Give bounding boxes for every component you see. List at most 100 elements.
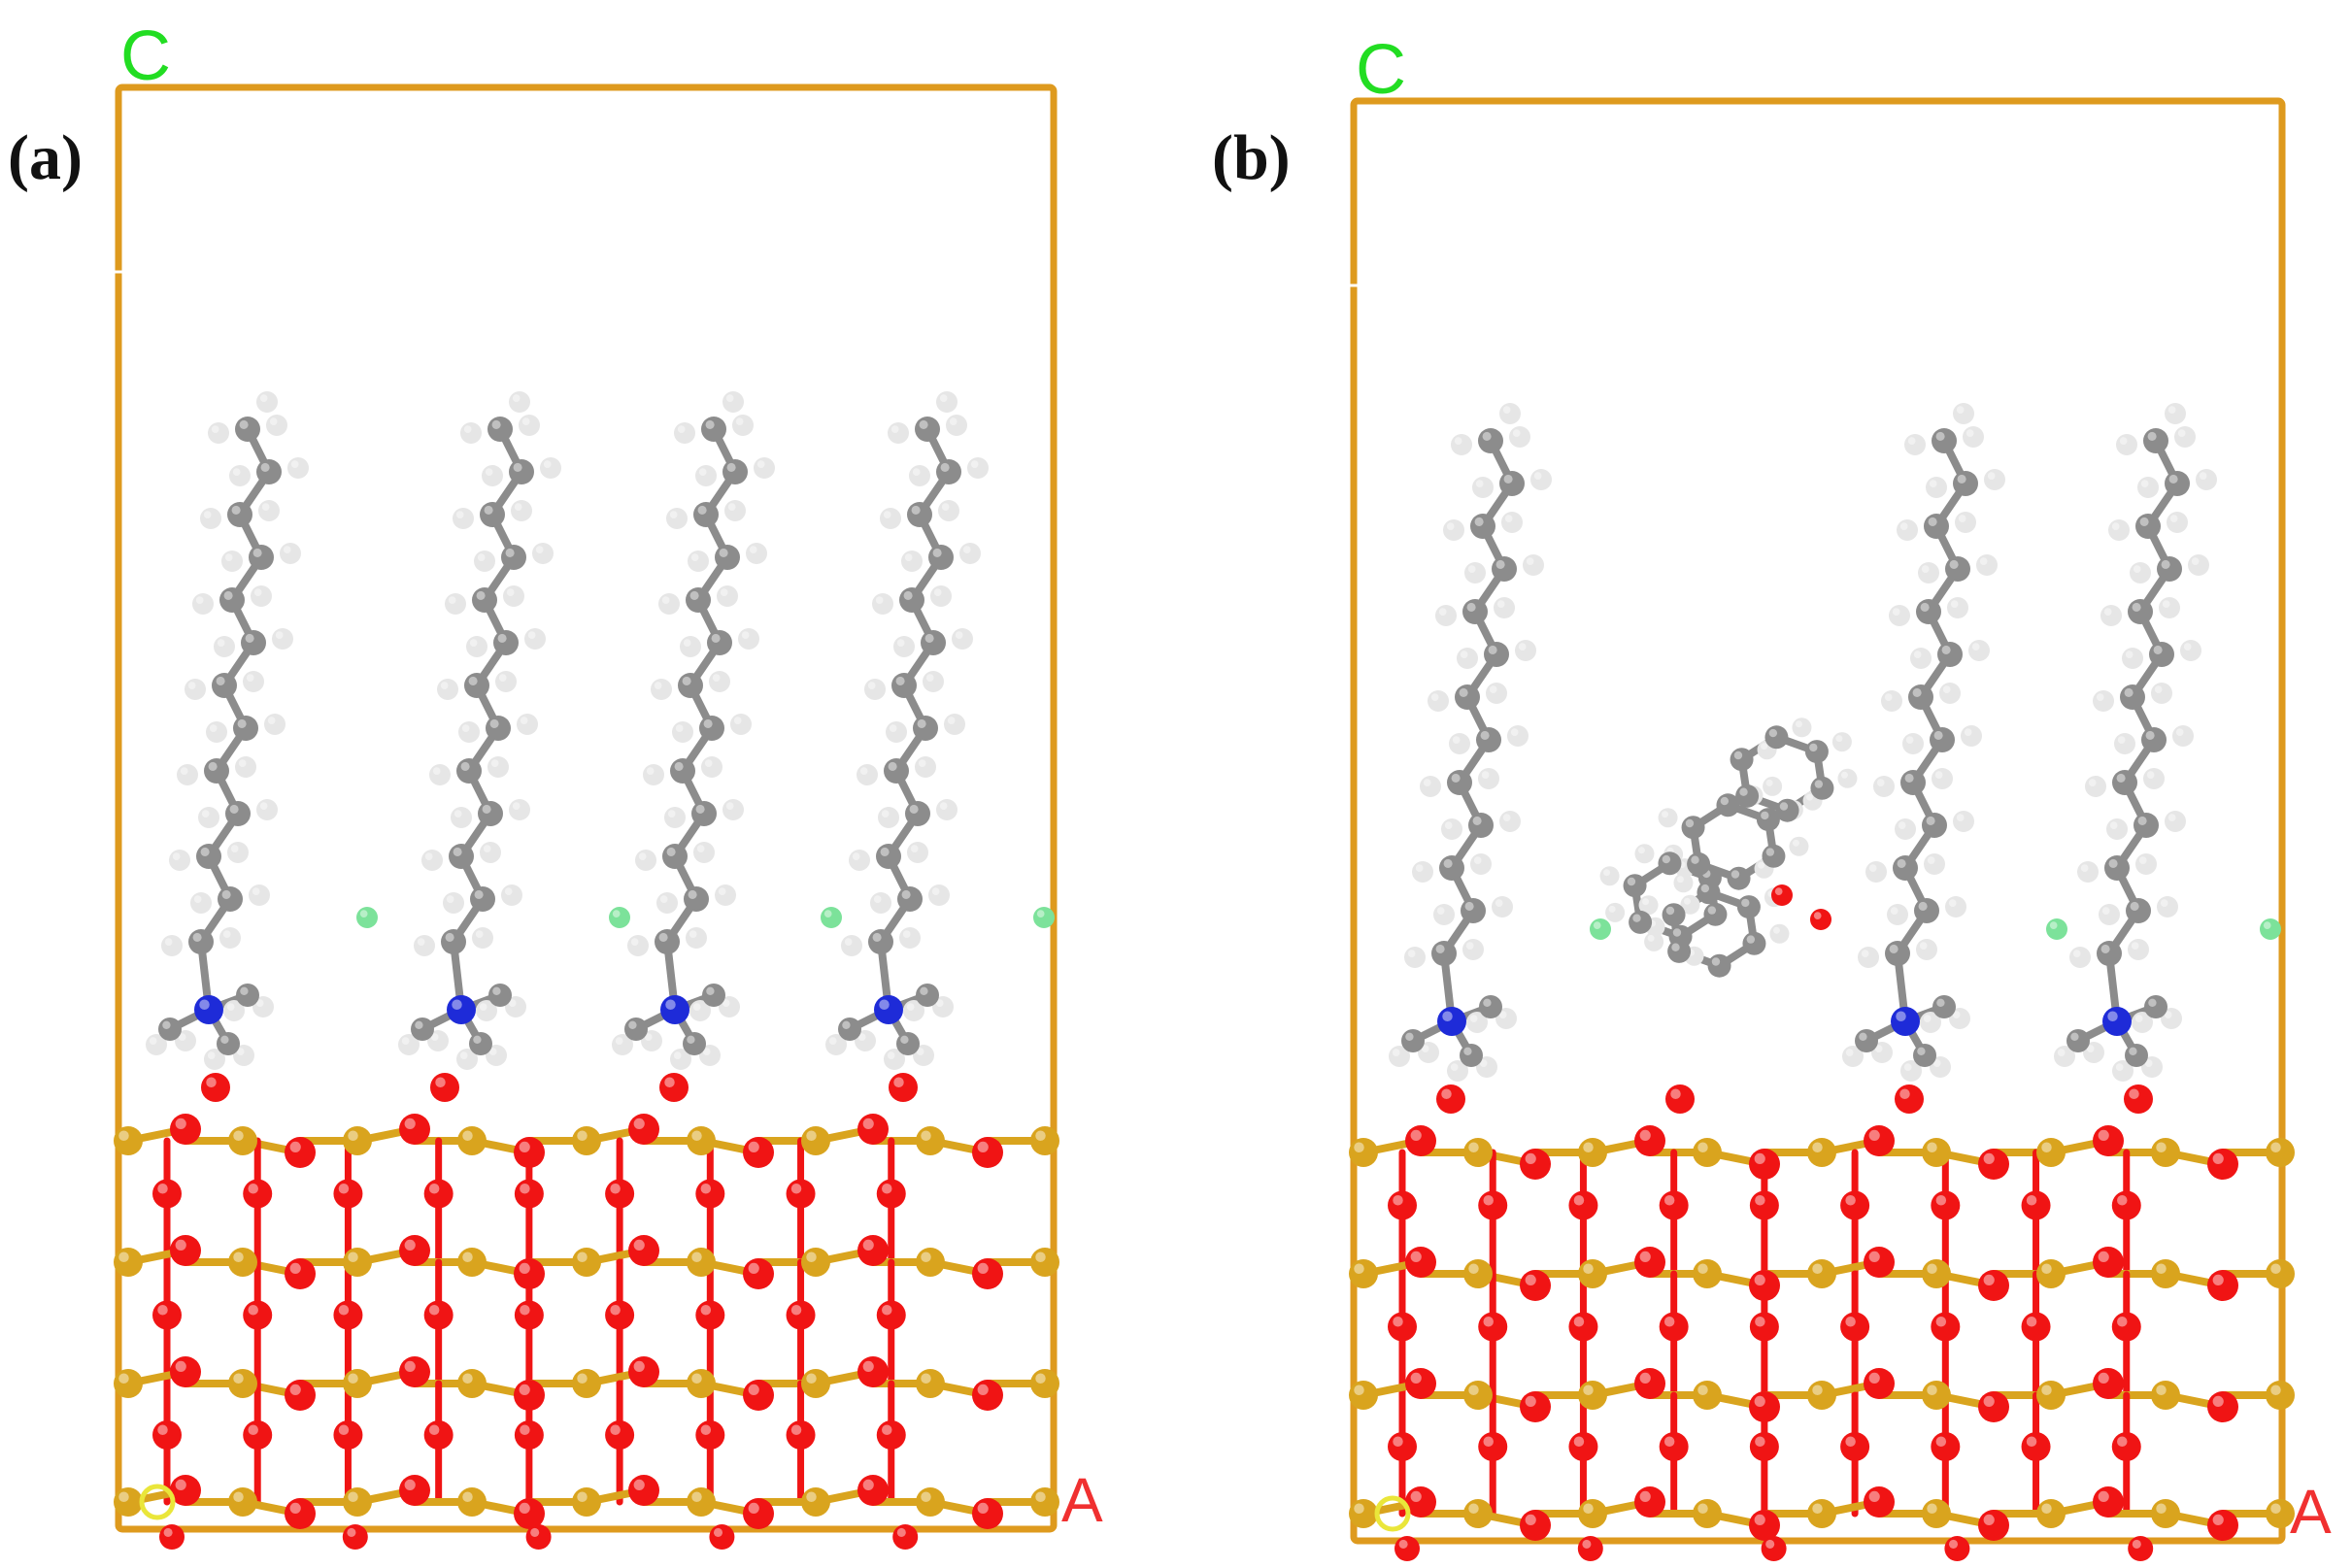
hydrogen-atom [229,465,251,486]
oxygen-atom-shine [1398,1539,1408,1549]
silicon-atom [1463,1138,1493,1167]
carbon-atom-body [1804,740,1829,764]
carbon-atom-body [1727,866,1751,890]
hydrogen-atom-body [2167,512,2188,533]
carbon-atom-shine [932,548,942,557]
hydrogen-atom-shine [1662,811,1669,818]
hydrogen-atom-body [476,1000,497,1021]
hydrogen-atom-shine [430,1033,439,1041]
hydrogen-atom [884,1049,905,1070]
hydrogen-atom-body [1486,683,1507,704]
carbon-atom-body [1461,898,1486,923]
hydrogen-atom [466,636,487,657]
oxygen-atom-body [2021,1190,2051,1220]
hydrogen-atom-shine [2199,472,2207,480]
hydrogen-atom-shine [1861,950,1869,958]
hydrogen-atom-shine [2125,651,2134,659]
oxygen-atom-shine [610,1424,621,1435]
oxygen-atom-body [1634,1368,1665,1399]
hydrogen-atom [505,996,526,1018]
hydrogen-atom-shine [970,460,979,468]
surface-oxygen-atom-body [2124,1084,2153,1114]
hydrogen-atom [1515,640,1536,661]
hydrogen-atom-body [901,550,923,572]
silicon-atom [1349,1381,1378,1410]
hydrogen-atom-body [1831,732,1852,752]
carbon-atom-body [1762,844,1786,868]
carbon-atom [249,545,274,570]
hydrogen-atom [2128,939,2149,960]
carbon-atom-shine [468,676,478,685]
hydrogen-atom-body [909,465,930,486]
silicon-atom [2266,1259,2295,1288]
hydrogen-atom-body [2151,683,2172,704]
hydrogen-atom-shine [521,417,530,425]
hydrogen-atom [1916,939,1937,960]
axis-label-a: A [2290,1477,2332,1547]
chloride-ion-body [2046,918,2067,940]
hydrogen-atom [635,850,656,871]
nitrogen-atom [874,995,903,1024]
carbon-atom [1945,556,1970,582]
carbon-atom-body [456,758,482,784]
silicon-atom-shine [118,1130,129,1141]
carbon-atom [1930,727,1955,752]
carbon-atom-body [218,886,243,912]
oxygen-atom [876,1420,906,1450]
oxygen-atom-shine [530,1527,540,1537]
oxygen-atom-body [514,1420,544,1450]
carbon-atom-shine [1435,944,1445,953]
hydrogen-atom-body [724,500,746,521]
carbon-atom [928,545,954,570]
carbon-atom-shine [1920,602,1930,612]
hydrogen-atom [923,671,944,692]
silicon-atom [457,1369,487,1398]
hydrogen-atom-body [701,756,722,778]
carbon-atom [1484,642,1509,667]
oxygen-atom-body [1978,1391,2009,1422]
hydrogen-atom-shine [696,845,705,853]
oxygen-atom-body [628,1235,659,1266]
hydrogen-atom-shine [446,895,454,904]
oxygen-atom [514,1137,545,1168]
hydrogen-atom-body [264,714,286,735]
oxygen-atom [170,1356,201,1387]
carbon-atom [1937,642,1963,667]
oxygen-atom-shine [1754,1395,1765,1407]
silicon-atom [1578,1499,1607,1528]
oxygen-atom [1568,1190,1598,1220]
oxygen-atom-body [243,1179,273,1209]
carbon-atom-shine [484,505,493,515]
carbon-atom-body [683,1032,706,1055]
oxygen-atom [1388,1432,1417,1461]
carbon-atom-shine [689,590,699,600]
carbon-atom [1893,855,1918,881]
surfactant-molecule [612,391,775,1070]
carbon-atom-shine [1912,687,1922,697]
carbon-atom [1476,727,1501,752]
oxygen-atom-shine [977,1141,989,1152]
oxygen-atom [342,1524,368,1550]
hydrogen-atom-shine [690,553,699,562]
carbon-atom-body [876,844,901,869]
hydrogen-atom-shine [543,460,552,468]
oxygen-atom-body [2093,1368,2124,1399]
hydrogen-atom [746,543,767,564]
silicon-atom [2151,1499,2180,1528]
oxygen-atom-body [1388,1312,1417,1342]
carbon-atom [2120,684,2145,710]
carbon-atom-shine [223,590,233,600]
hydrogen-atom [855,1030,876,1051]
carbon-atom-body [907,502,932,527]
hydrogen-atom-shine [535,546,544,554]
silicon-atom-shine [2041,1385,2052,1395]
hydrogen-atom [503,585,524,607]
oxygen-atom-shine [2026,1436,2037,1447]
hydrogen-atom-body [2114,733,2135,754]
oxygen-atom [628,1114,659,1145]
oxygen-atom [1840,1312,1870,1342]
oxygen-atom-shine [2026,1317,2037,1327]
carbon-atom-shine [2130,901,2139,911]
hydrogen-atom-shine [520,717,528,725]
hydrogen-atom-body [2106,818,2128,840]
